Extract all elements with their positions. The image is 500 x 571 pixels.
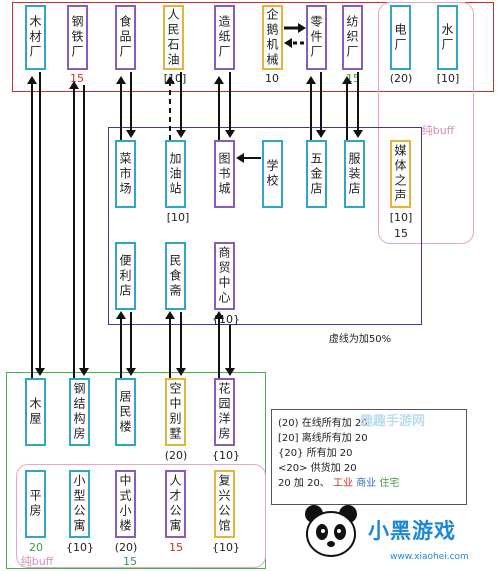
commerce-box-caishichang: 菜市场 bbox=[115, 140, 136, 208]
industry-label-shipinchang: 食品厂 bbox=[118, 15, 132, 60]
residence-value-xiaoxinggongyu: {10} bbox=[66, 541, 94, 554]
industry-value-qiejijixie: 10 bbox=[265, 72, 279, 85]
residence-value-kongzhongbieshu: (20) bbox=[164, 449, 188, 462]
residence-box-kongzhongbieshu: 空中别墅 bbox=[165, 378, 186, 446]
residence-value-fuxinggongguan: {10} bbox=[212, 541, 240, 554]
residence-box-muwu: 木屋 bbox=[25, 378, 46, 446]
watermark-url: www.xiaohei.com bbox=[390, 552, 469, 562]
commerce-box-meitizhisheng: 媒体之声 bbox=[390, 140, 411, 208]
industry-box-lingjianchang: 零件厂 bbox=[306, 5, 327, 70]
watermark-brand: 小黑游戏 bbox=[368, 519, 456, 543]
industry-frame bbox=[12, 2, 494, 92]
industry-label-lingjianchang: 零件厂 bbox=[309, 15, 323, 60]
residence-frame bbox=[6, 372, 266, 569]
industry-box-shipinchang: 食品厂 bbox=[115, 5, 136, 70]
residence-label-juminlou: 居民楼 bbox=[118, 389, 132, 435]
industry-label-mucaichang: 木材厂 bbox=[28, 15, 42, 60]
industry-box-zaozhichang: 造纸厂 bbox=[214, 5, 235, 70]
industry-buff-label: 纯buff bbox=[421, 124, 455, 137]
industry-label-renminshiyou: 人民石油 bbox=[166, 7, 180, 68]
commerce-label-minshizhai: 民食斋 bbox=[168, 253, 182, 299]
legend-line-all: {20} 所有加 20 bbox=[278, 448, 353, 459]
residence-label-gangjiegoufang: 钢结构房 bbox=[72, 382, 86, 442]
legend-line-online: (20) 在线所有加 20 bbox=[278, 418, 368, 429]
legend-last-prefix: 20 加 20、 bbox=[278, 478, 330, 489]
residence-label-fuxinggongguan: 复兴公馆 bbox=[217, 474, 231, 534]
industry-label-gangtiechang: 钢铁厂 bbox=[70, 15, 84, 60]
residence-label-huayuanyangfang: 花园洋房 bbox=[217, 382, 231, 442]
residence-label-xiaoxinggongyu: 小型公寓 bbox=[72, 474, 86, 534]
commerce-box-fuzhuangdian: 服装店 bbox=[344, 140, 365, 208]
residence-box-gangjiegoufang: 钢结构房 bbox=[69, 378, 90, 446]
dashed-note: 虚线为加50% bbox=[328, 334, 392, 345]
industry-label-shuichang: 水厂 bbox=[440, 22, 454, 53]
residence-label-muwu: 木屋 bbox=[28, 397, 42, 427]
panda-logo bbox=[300, 500, 362, 562]
commerce-label-jiayouzhan: 加油站 bbox=[168, 151, 182, 197]
industry-label-zaozhichang: 造纸厂 bbox=[217, 15, 231, 60]
commerce-label-meitizhisheng: 媒体之声 bbox=[393, 144, 407, 204]
residence-box-huayuanyangfang: 花园洋房 bbox=[214, 378, 235, 446]
residence-label-pingfang: 平房 bbox=[28, 489, 42, 519]
commerce-buff-value: 15 bbox=[394, 227, 408, 240]
industry-box-dianchang: 电厂 bbox=[390, 5, 411, 70]
commerce-label-fuzhuangdian: 服装店 bbox=[347, 151, 361, 197]
residence-value-zhongshixiaolou: (20) bbox=[114, 541, 138, 554]
industry-box-gangtiechang: 钢铁厂 bbox=[67, 5, 88, 70]
residence-buff-frame bbox=[16, 464, 266, 568]
industry-buff-frame bbox=[378, 2, 474, 244]
residence-label-zhongshixiaolou: 中式小楼 bbox=[118, 474, 132, 534]
residence-box-fuxinggongguan: 复兴公馆 bbox=[214, 470, 235, 538]
commerce-value-meitizhisheng: [10] bbox=[389, 211, 413, 224]
legend-line-supply: <20> 供货加 20 bbox=[278, 463, 357, 474]
residence-box-rencaigongyu: 人才公寓 bbox=[165, 470, 186, 538]
commerce-box-xuexiao: 学校 bbox=[262, 140, 283, 208]
industry-box-qiejijixie: 企鹅机械 bbox=[262, 5, 283, 70]
commerce-value-jiayouzhan: [10] bbox=[166, 211, 190, 224]
commerce-label-xuexiao: 学校 bbox=[265, 159, 279, 189]
commerce-box-shangmaozhongxin: 商贸中心 bbox=[214, 242, 235, 310]
commerce-box-bianlidian: 便利店 bbox=[115, 242, 136, 310]
residence-bottom-value: 15 bbox=[123, 555, 137, 568]
industry-value-dianchang: (20) bbox=[389, 72, 413, 85]
residence-value-huayuanyangfang: {10} bbox=[212, 449, 240, 462]
watermark-top: 趣趣手游网 bbox=[360, 414, 426, 429]
residence-value-pingfang: 20 bbox=[29, 541, 43, 554]
industry-label-fangzhichang: 纺织厂 bbox=[345, 15, 359, 60]
industry-label-dianchang: 电厂 bbox=[393, 22, 407, 53]
commerce-label-caishichang: 菜市场 bbox=[118, 151, 132, 197]
industry-box-mucaichang: 木材厂 bbox=[25, 5, 46, 70]
residence-box-juminlou: 居民楼 bbox=[115, 378, 136, 446]
residence-label-rencaigongyu: 人才公寓 bbox=[168, 474, 182, 534]
industry-box-shuichang: 水厂 bbox=[437, 5, 458, 70]
residence-label-kongzhongbieshu: 空中别墅 bbox=[168, 382, 182, 442]
legend-industry-word: 工业 bbox=[333, 478, 353, 489]
residence-box-pingfang: 平房 bbox=[25, 470, 46, 538]
residence-buff-label: 纯buff bbox=[20, 555, 54, 568]
residence-box-xiaoxinggongyu: 小型公寓 bbox=[69, 470, 90, 538]
legend-line-offline: [20] 离线所有加 20 bbox=[278, 433, 368, 444]
commerce-box-tushucheng: 图书城 bbox=[214, 140, 235, 208]
residence-box-zhongshixiaolou: 中式小楼 bbox=[115, 470, 136, 538]
industry-box-renminshiyou: 人民石油 bbox=[163, 5, 184, 70]
industry-box-fangzhichang: 纺织厂 bbox=[342, 5, 363, 70]
commerce-label-bianlidian: 便利店 bbox=[118, 253, 132, 299]
commerce-box-wujindian: 五金店 bbox=[306, 140, 327, 208]
legend-residence-word: 住宅 bbox=[379, 478, 400, 489]
legend-commerce-word: 商业 bbox=[356, 478, 377, 489]
residence-value-rencaigongyu: 15 bbox=[169, 541, 183, 554]
commerce-box-minshizhai: 民食斋 bbox=[165, 242, 186, 310]
legend-box: (20) 在线所有加 20 [20] 离线所有加 20 {20} 所有加 20 … bbox=[271, 409, 467, 505]
commerce-label-wujindian: 五金店 bbox=[309, 151, 323, 197]
industry-label-qiejijixie: 企鹅机械 bbox=[265, 7, 279, 68]
legend-line-categories: 20 加 20、 工业 商业 住宅 bbox=[278, 476, 460, 491]
industry-value-shuichang: [10] bbox=[436, 72, 460, 85]
commerce-frame bbox=[108, 127, 422, 325]
commerce-box-jiayouzhan: 加油站 bbox=[165, 140, 186, 208]
commerce-label-shangmaozhongxin: 商贸中心 bbox=[217, 246, 231, 306]
commerce-label-tushucheng: 图书城 bbox=[217, 151, 231, 197]
